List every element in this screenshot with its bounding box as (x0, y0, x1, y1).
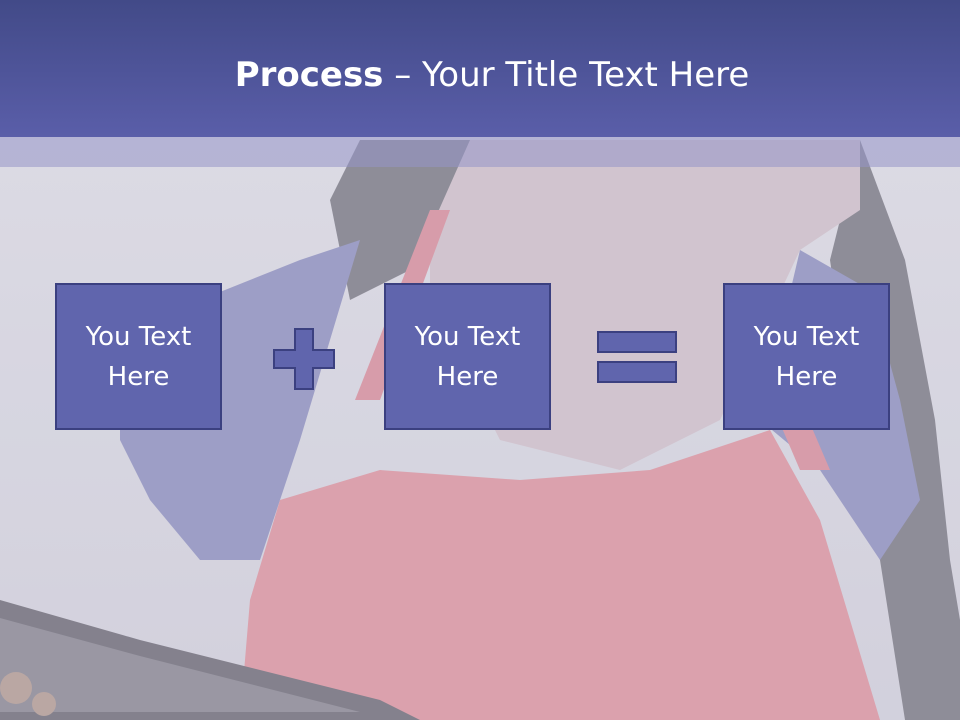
plus-icon (273, 328, 335, 390)
process-box-2-label: You Text Here (414, 321, 521, 392)
header-band (0, 0, 960, 137)
title-bold: Process (234, 55, 384, 95)
process-box-3: You Text Here (723, 283, 890, 430)
process-box-3-label: You Text Here (753, 321, 860, 392)
slide-title: Process – Your Title Text Here (0, 52, 960, 98)
title-rest: – Your Title Text Here (383, 55, 750, 95)
equals-icon (597, 331, 677, 383)
process-box-2: You Text Here (384, 283, 551, 430)
process-box-1-label: You Text Here (85, 321, 192, 392)
header-strip (0, 137, 960, 167)
process-box-1: You Text Here (55, 283, 222, 430)
